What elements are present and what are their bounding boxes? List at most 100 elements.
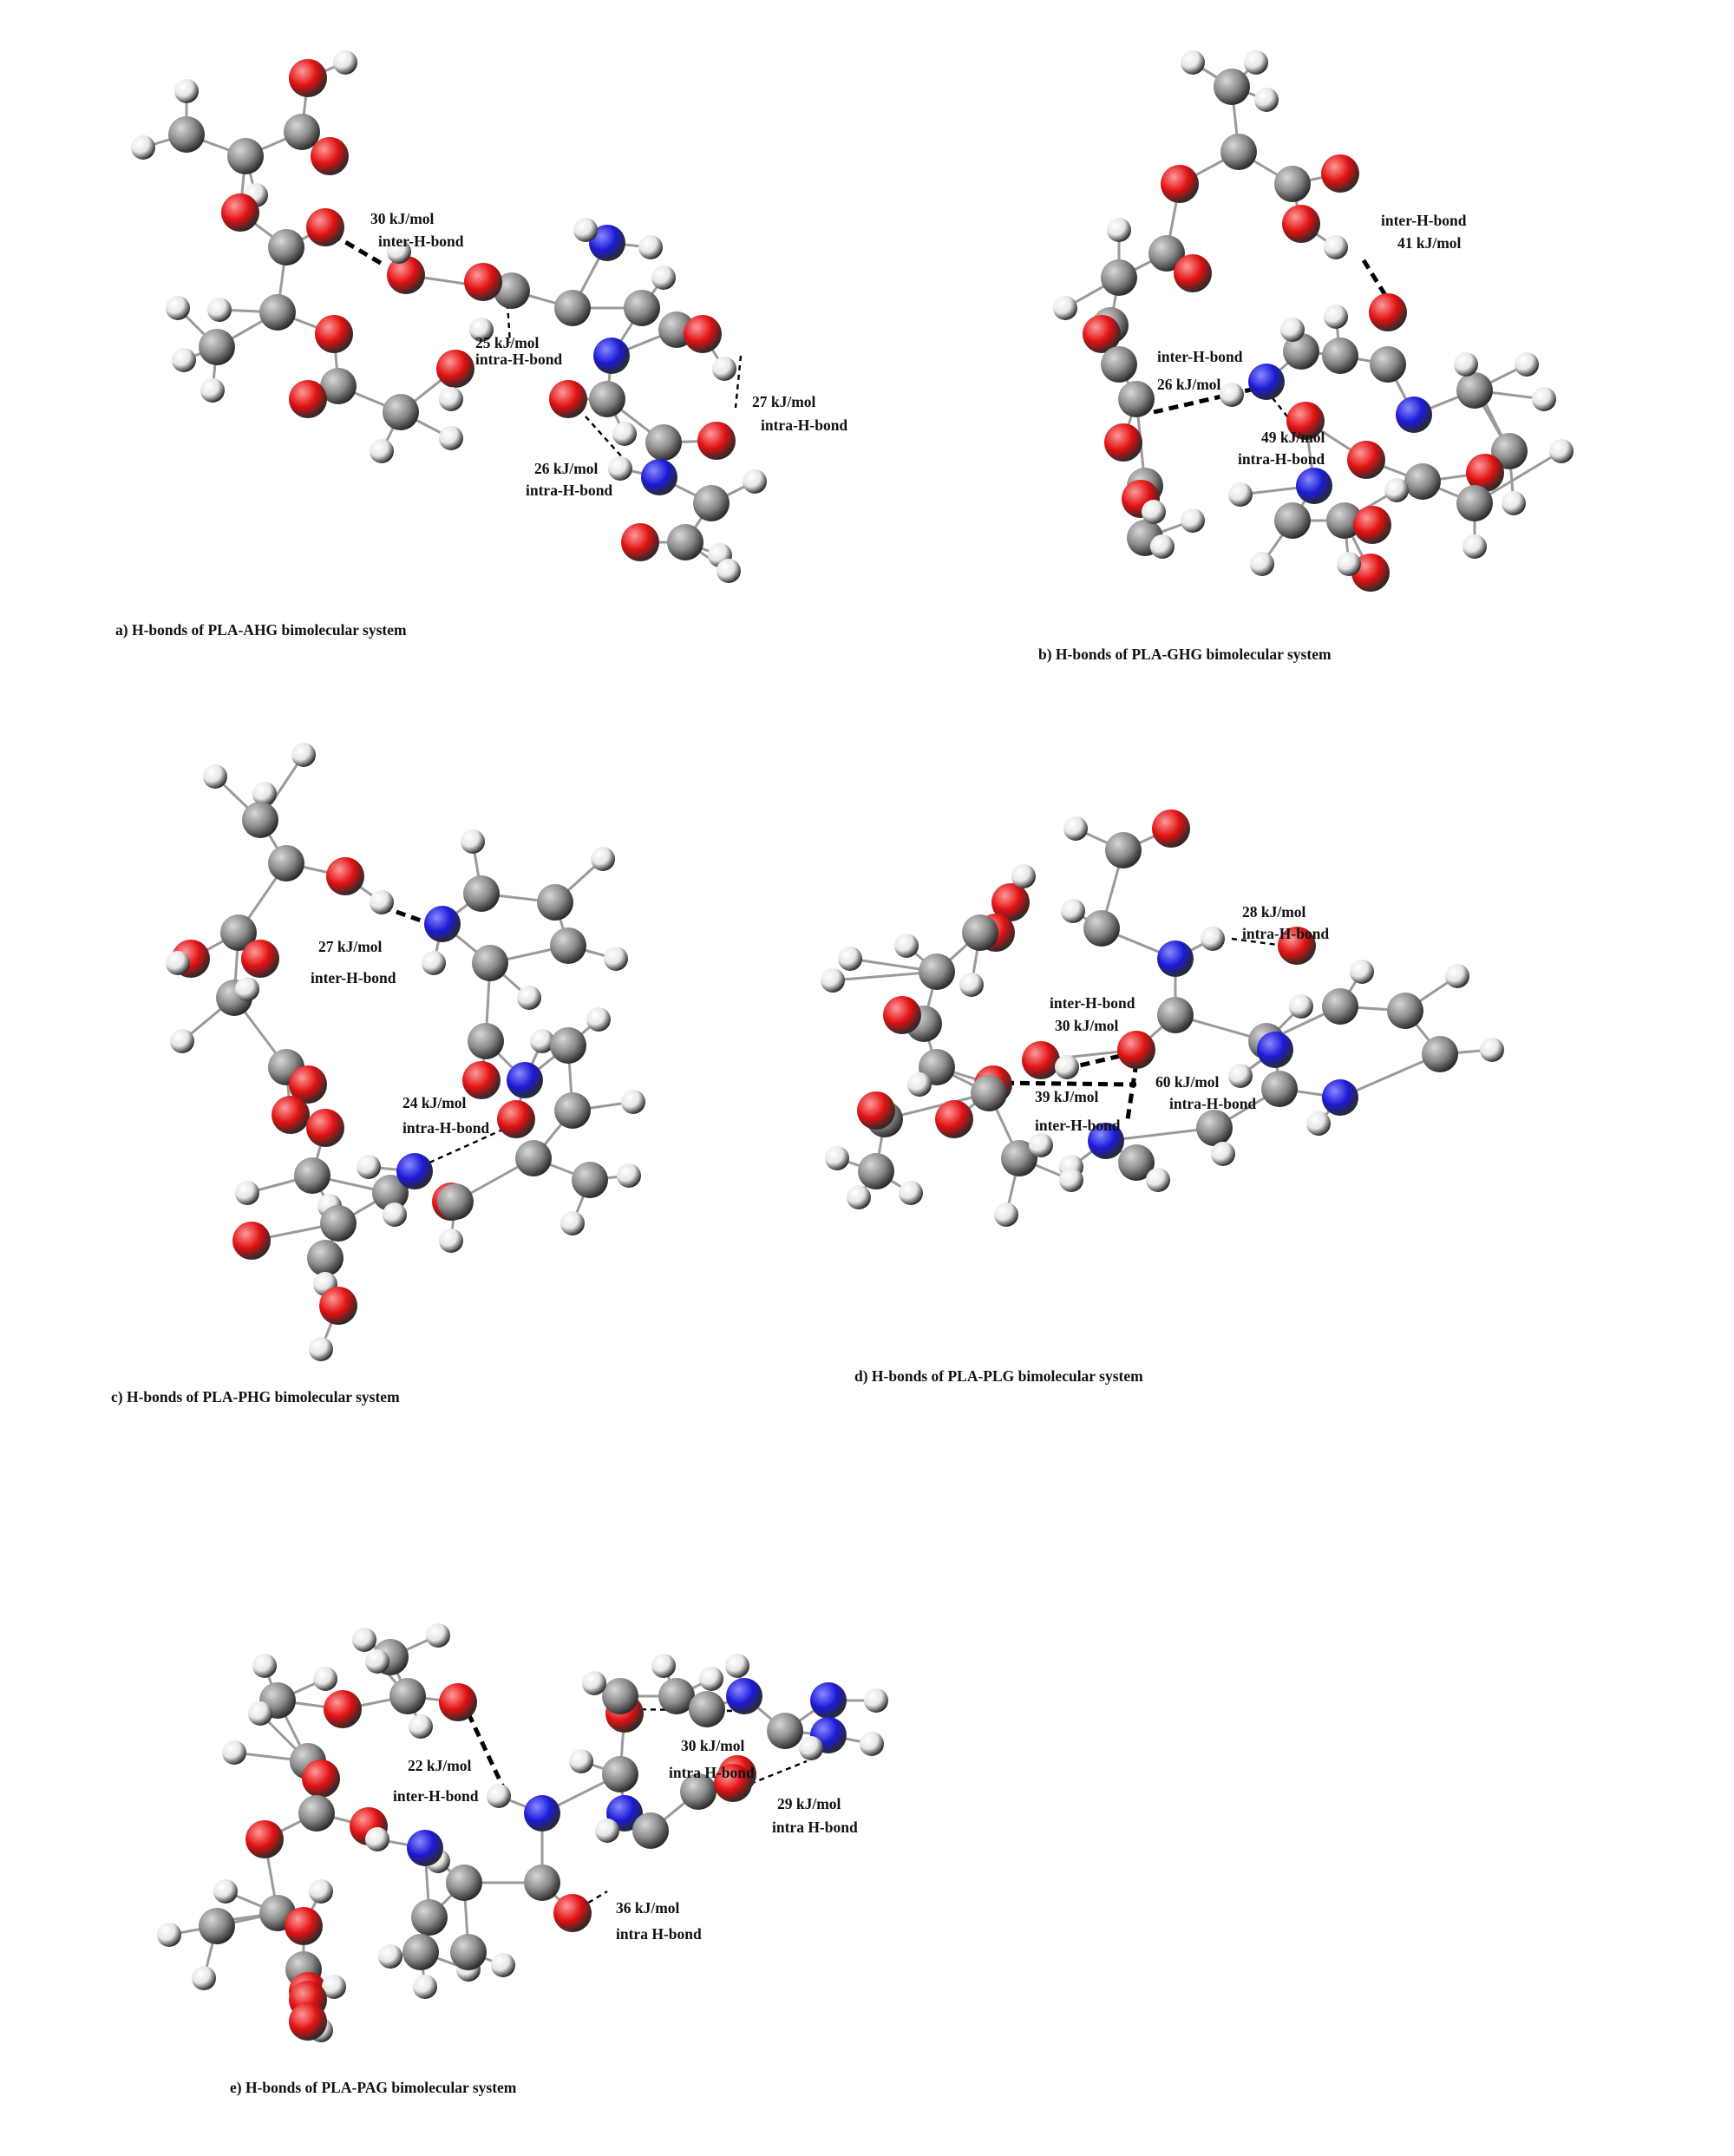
panel-b-label-1-line-1: inter-H-bond xyxy=(1381,212,1467,229)
panel-d-carbon-atom xyxy=(1157,997,1194,1033)
panel-e-hydrogen-atom xyxy=(725,1654,749,1678)
panel-c-caption: c) H-bonds of PLA-PHG bimolecular system xyxy=(111,1388,400,1406)
panel-d-hydrogen-atom xyxy=(1029,1133,1053,1157)
panel-a-hydrogen-atom xyxy=(370,439,394,463)
panel-b-label-2-line-1: inter-H-bond xyxy=(1157,348,1243,365)
panel-c-hydrogen-atom xyxy=(621,1090,645,1114)
panel-d-hydrogen-bond-line xyxy=(988,1080,1137,1087)
panel-c-carbon-atom xyxy=(515,1140,552,1176)
panel-e-hydrogen-atom xyxy=(864,1688,888,1713)
panel-c-hydrogen-atom xyxy=(383,1203,407,1227)
panel-e-hydrogen-atom xyxy=(426,1623,450,1648)
panel-c-carbon-atom xyxy=(468,1023,504,1059)
panel-a-hydrogen-bond-line xyxy=(585,416,625,461)
panel-e-oxygen-atom xyxy=(439,1683,477,1721)
panel-c-hydrogen-atom xyxy=(517,986,541,1010)
panel-c-hydrogen-atom xyxy=(530,1029,554,1053)
panel-d-carbon-atom xyxy=(971,1075,1007,1111)
panel-d-label-4-line-2: intra-H-bond xyxy=(1169,1095,1256,1112)
panel-b-hydrogen-atom xyxy=(1181,508,1205,533)
panel-d-hydrogen-atom xyxy=(1063,816,1088,841)
panel-b-hydrogen-atom xyxy=(1254,88,1279,112)
panel-e-nitrogen-atom xyxy=(810,1682,847,1719)
panel-a-nitrogen-atom xyxy=(593,337,630,374)
panel-e-label-2-line-1: 30 kJ/mol xyxy=(681,1737,745,1754)
panel-e-label-3-line-1: 29 kJ/mol xyxy=(777,1795,841,1812)
panel-c-oxygen-atom xyxy=(326,857,364,895)
panel-c-hydrogen-atom xyxy=(439,1229,463,1253)
panel-e-hydrogen-atom xyxy=(365,1649,389,1674)
panel-b-hydrogen-bond-line xyxy=(1361,259,1390,301)
panel-b-oxygen-atom xyxy=(1286,402,1325,440)
panel-a-nitrogen-atom xyxy=(589,225,625,261)
panel-d-label-3-line-1: 39 kJ/mol xyxy=(1035,1088,1099,1105)
panel-c-hydrogen-atom xyxy=(422,951,446,975)
panel-e-hydrogen-atom xyxy=(378,1944,402,1969)
panel-e-hydrogen-atom xyxy=(413,1975,437,1999)
panel-b-carbon-atom xyxy=(1456,485,1493,521)
panel-d-oxygen-atom xyxy=(935,1100,973,1138)
panel-d-hydrogen-atom xyxy=(994,1203,1018,1227)
panel-b-hydrogen-atom xyxy=(1324,305,1348,329)
panel-e-hydrogen-atom xyxy=(248,1701,272,1726)
panel-d-oxygen-atom xyxy=(991,883,1030,921)
panel-d-hydrogen-atom xyxy=(1146,1168,1170,1192)
panel-d-carbon-atom xyxy=(1261,1071,1298,1107)
panel-c-oxygen-atom xyxy=(462,1061,501,1099)
panel-b-oxygen-atom xyxy=(1104,423,1142,462)
panel-d-hydrogen-bond-line xyxy=(1125,1062,1139,1120)
panel-d-oxygen-atom xyxy=(857,1091,895,1130)
panel-d-hydrogen-atom xyxy=(1306,1111,1331,1136)
panel-a-hydrogen-atom xyxy=(333,50,357,75)
panel-a-carbon-atom xyxy=(383,394,419,430)
panel-e-carbon-atom xyxy=(689,1691,725,1727)
panel-b-hydrogen-atom xyxy=(1280,318,1305,342)
panel-c-label-1-line-1: 27 kJ/mol xyxy=(318,938,383,955)
panel-b-carbon-atom xyxy=(1101,346,1137,383)
panel-c-hydrogen-atom xyxy=(586,1007,611,1032)
panel-a-carbon-atom xyxy=(284,114,320,150)
panel-e-label-3-line-2: intra H-bond xyxy=(772,1819,858,1836)
panel-a-hydrogen-atom xyxy=(712,357,736,381)
panel-c-oxygen-atom xyxy=(319,1287,357,1325)
panel-d-oxygen-atom xyxy=(1278,927,1316,965)
panel-a-hydrogen-atom xyxy=(743,469,767,494)
panel-b-hydrogen-atom xyxy=(1324,235,1348,259)
panel-d-label-1-line-2: intra-H-bond xyxy=(1242,925,1329,942)
panel-c-hydrogen-atom xyxy=(235,1181,259,1205)
panel-c-carbon-atom xyxy=(537,884,573,921)
panel-b-hydrogen-atom xyxy=(1150,534,1175,559)
panel-e-hydrogen-atom xyxy=(651,1654,676,1678)
panel-c-oxygen-atom xyxy=(497,1100,535,1138)
panel-e-hydrogen-atom xyxy=(252,1654,277,1678)
panel-e-carbon-atom xyxy=(632,1812,669,1849)
panel-b-carbon-atom xyxy=(1322,337,1358,374)
panel-b-carbon-atom xyxy=(1370,346,1406,383)
panel-b-oxygen-atom xyxy=(1161,165,1199,203)
panel-b-hydrogen-atom xyxy=(1337,552,1361,576)
panel-b-carbon-atom xyxy=(1491,433,1528,469)
panel-c-hydrogen-atom xyxy=(560,1211,585,1235)
panel-e-label-4-line-1: 36 kJ/mol xyxy=(616,1899,680,1917)
panel-e-hydrogen-atom xyxy=(157,1923,181,1947)
panel-e-nitrogen-atom xyxy=(524,1795,560,1832)
panel-d-carbon-atom xyxy=(858,1153,894,1189)
panel-e-carbon-atom xyxy=(199,1908,235,1944)
panel-c-label-1-line-2: inter-H-bond xyxy=(311,969,396,986)
panel-a-hydrogen-atom xyxy=(608,456,632,481)
panel-a-carbon-atom xyxy=(268,229,304,265)
panel-d-hydrogen-atom xyxy=(1059,1168,1083,1192)
panel-b-label-2-line-2: 26 kJ/mol xyxy=(1157,376,1221,393)
panel-d-hydrogen-atom xyxy=(838,947,862,971)
panel-c-oxygen-atom xyxy=(272,1096,310,1134)
panel-a-label-4-line-1: 26 kJ/mol xyxy=(534,460,599,477)
panel-a-carbon-atom xyxy=(199,329,235,365)
panel-c-carbon-atom xyxy=(550,1027,586,1064)
panel-c-hydrogen-atom xyxy=(166,951,190,975)
panel-a-hydrogen-atom xyxy=(387,239,411,264)
panel-b-hydrogen-atom xyxy=(1228,482,1253,507)
panel-a-label-2-line-1: 25 kJ/mol xyxy=(475,334,540,351)
panel-d-hydrogen-atom xyxy=(899,1181,923,1205)
panel-c-carbon-atom xyxy=(242,802,278,838)
panel-a-hydrogen-bond-line xyxy=(506,303,512,344)
